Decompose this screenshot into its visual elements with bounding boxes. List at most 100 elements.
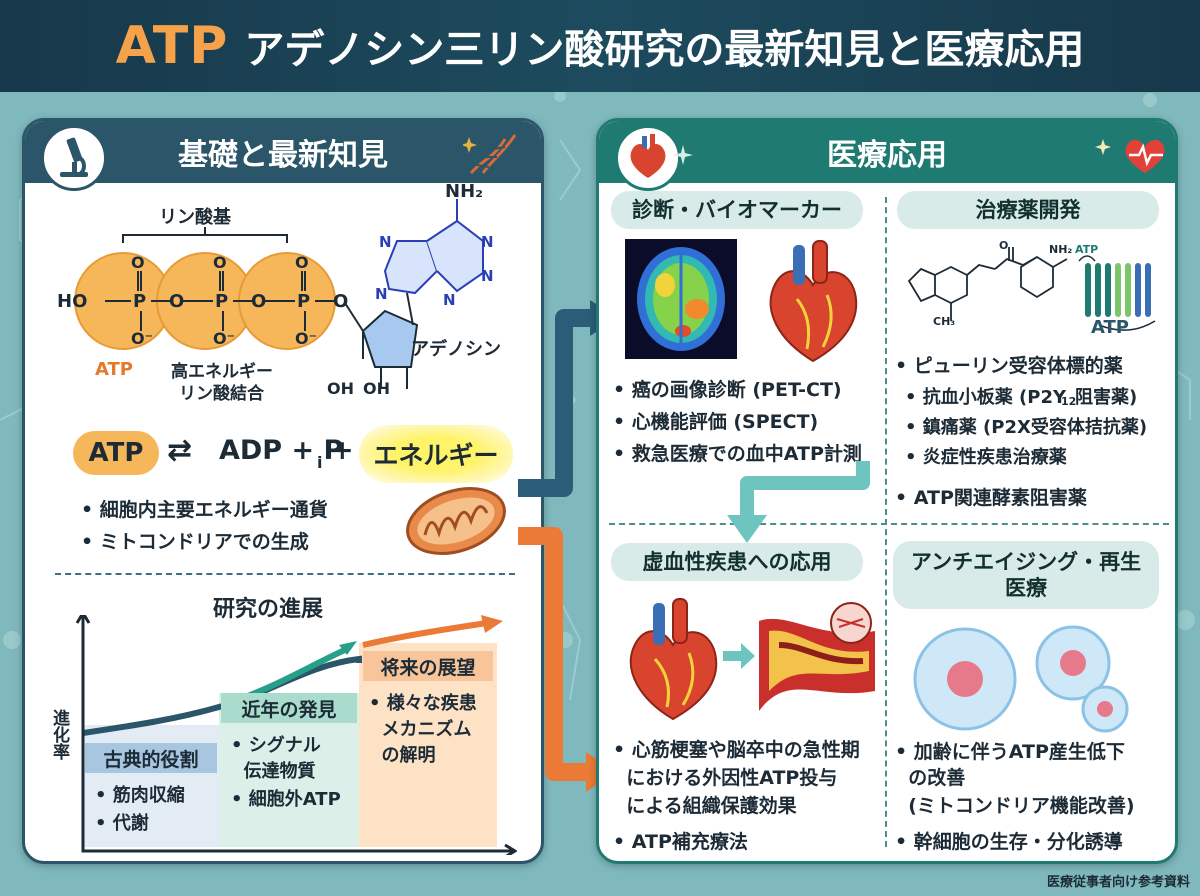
high-energy-label-2: リン酸結合	[179, 384, 264, 404]
antiaging-item-2: の改善	[895, 767, 966, 789]
stage-classic-item-1: • 筋肉収縮	[95, 785, 185, 806]
drug-p2y-sub: 12	[1061, 395, 1077, 408]
heart-organ-icon	[615, 125, 681, 191]
ischemia-title: 虚血性疾患への応用	[642, 549, 832, 574]
p1-label: P	[133, 291, 147, 312]
pet-brain-scan-image	[625, 239, 737, 359]
stage-label-classic-text: 古典的役割	[103, 748, 199, 771]
o-minus-3: O⁻	[295, 329, 318, 348]
page-header: ATP アデノシン三リン酸研究の最新知見と医療応用	[0, 0, 1200, 92]
stage-future-item-2: メカニズム	[369, 719, 472, 740]
diagnosis-title-pill: 診断・バイオマーカー	[611, 191, 863, 229]
o-bridge-3: O	[333, 291, 349, 312]
oh-label-2: OH	[363, 379, 390, 398]
drug-head: • ピューリン受容体標的薬	[895, 355, 1123, 377]
receptor-atp-small-label: ATP	[1075, 243, 1099, 256]
sparkle-icon	[673, 145, 693, 165]
stage-future-item-3: の解明	[369, 745, 436, 766]
atp-structure-label: ATP	[95, 359, 134, 380]
stage-future-item-1: • 様々な疾患	[369, 693, 477, 714]
mitochondria-icon	[406, 487, 506, 555]
stage-recent-item-3: • 細胞外ATP	[231, 789, 341, 810]
dna-icon	[463, 134, 517, 174]
drug-item-3: • 炎症性疾患治療薬	[905, 447, 1067, 468]
stage-recent-item-1: • シグナル	[231, 735, 321, 756]
medical-panel-title: 医療応用	[827, 138, 947, 173]
o-bridge-1: O	[169, 291, 185, 312]
header-atp: ATP	[115, 16, 229, 76]
n-label-1: N	[379, 233, 392, 251]
eq-atp: ATP	[88, 438, 144, 468]
basics-panel-header: 基礎と最新知見	[25, 121, 541, 183]
mol-nh2-label: NH₂	[1049, 243, 1073, 256]
antiaging-item-4: • 幹細胞の生存・分化誘導	[895, 831, 1123, 853]
o-bridge-2: O	[251, 291, 267, 312]
medical-panel: 医療応用 診断・バイオマーカー • 癌の画像診断 (PET-CT) • 心機能評…	[596, 118, 1178, 864]
drug-molecule-diagram	[907, 247, 1156, 331]
o-top-2: O	[213, 253, 227, 272]
mol-ch3-label: CH₃	[933, 315, 956, 328]
stage-label-recent: 近年の発見	[221, 693, 357, 723]
stem-cells-image	[913, 625, 1129, 733]
phosphate-group-label: リン酸基	[159, 207, 231, 228]
antiaging-title-line1: アンチエイジング・再生	[910, 549, 1142, 574]
microscope-icon	[41, 125, 107, 191]
n-label-5: N	[443, 291, 456, 309]
eq-arrows: ⇄	[167, 433, 193, 468]
stage-label-classic: 古典的役割	[85, 743, 217, 773]
basics-panel-title: 基礎と最新知見	[178, 138, 388, 173]
n-label-3: N	[481, 267, 494, 285]
right-arrow-icon	[723, 643, 755, 669]
footer-note: 医療従事者向け参考資料	[1046, 875, 1190, 890]
stage-recent-item-2: 伝達物質	[231, 761, 316, 782]
eq-plus: +	[331, 435, 354, 466]
diagnosis-title: 診断・バイオマーカー	[632, 197, 842, 222]
left-bullet-1: • 細胞内主要エネルギー通貨	[81, 499, 328, 521]
page-title: アデノシン三リン酸研究の最新知見と医療応用	[244, 27, 1085, 73]
antiaging-title-line2: 医療	[1005, 576, 1047, 600]
progress-title: 研究の進展	[213, 597, 324, 622]
artery-plaque-image	[759, 602, 875, 711]
high-energy-label-1: 高エネルギー	[171, 362, 273, 382]
diagnosis-item-2: • 心機能評価 (SPECT)	[613, 411, 819, 433]
n-label-4: N	[375, 285, 388, 303]
drug-item-1: • 抗血小板薬 (P2Y	[905, 387, 1067, 408]
atp-structure-diagram	[74, 199, 484, 389]
antiaging-item-1: • 加齢に伴うATP産生低下	[895, 741, 1125, 763]
heart-anatomy-image	[769, 240, 858, 363]
nh2-label: NH₂	[445, 181, 484, 202]
left-divider	[55, 573, 515, 575]
antiaging-title-pill: アンチエイジング・再生 医療	[893, 541, 1159, 609]
ischemia-item-4: • ATP補充療法	[613, 831, 748, 853]
ischemia-item-2: における外因性ATP投与	[613, 767, 838, 789]
o-top-3: O	[295, 253, 309, 272]
medical-panel-header: 医療応用	[599, 121, 1175, 183]
ho-label: HO	[57, 291, 88, 312]
stage-classic-item-2: • 代謝	[95, 813, 149, 834]
teal-down-arrow	[727, 461, 870, 543]
right-divider-horizontal	[609, 523, 1169, 525]
stage-label-future-text: 将来の展望	[380, 656, 476, 679]
adenosine-label: アデノシン	[411, 339, 501, 360]
o-minus-1: O⁻	[131, 329, 154, 348]
p2-label: P	[215, 291, 229, 312]
p3-label: P	[297, 291, 311, 312]
eq-pi-sub: i	[317, 453, 323, 472]
eq-energy-glow: エネルギー	[359, 425, 513, 483]
heartbeat-icon	[1095, 139, 1165, 173]
diagnosis-item-1: • 癌の画像診断 (PET-CT)	[613, 379, 842, 401]
drug-item-1-tail: 阻害薬)	[1075, 387, 1138, 408]
ischemia-title-pill: 虚血性疾患への応用	[611, 543, 863, 581]
receptor-atp-label: ATP	[1091, 317, 1130, 338]
basics-panel: 基礎と最新知見 リン酸基 HO P P P O O O O O O O⁻ O⁻ …	[22, 118, 544, 864]
mol-o-label: O	[999, 239, 1009, 252]
n-label-2: N	[481, 233, 494, 251]
eq-adp: ADP + P	[219, 435, 344, 466]
ischemia-item-3: による組織保護効果	[613, 795, 797, 817]
eq-energy: エネルギー	[373, 441, 499, 470]
right-divider-vertical	[885, 197, 887, 847]
progress-ylabel: 進化率	[49, 709, 69, 760]
left-bullet-2: • ミトコンドリアでの生成	[81, 531, 309, 553]
diagnosis-item-3: • 救急医療での血中ATP計測	[613, 443, 862, 465]
ischemia-item-1: • 心筋梗塞や脳卒中の急性期	[613, 739, 860, 761]
